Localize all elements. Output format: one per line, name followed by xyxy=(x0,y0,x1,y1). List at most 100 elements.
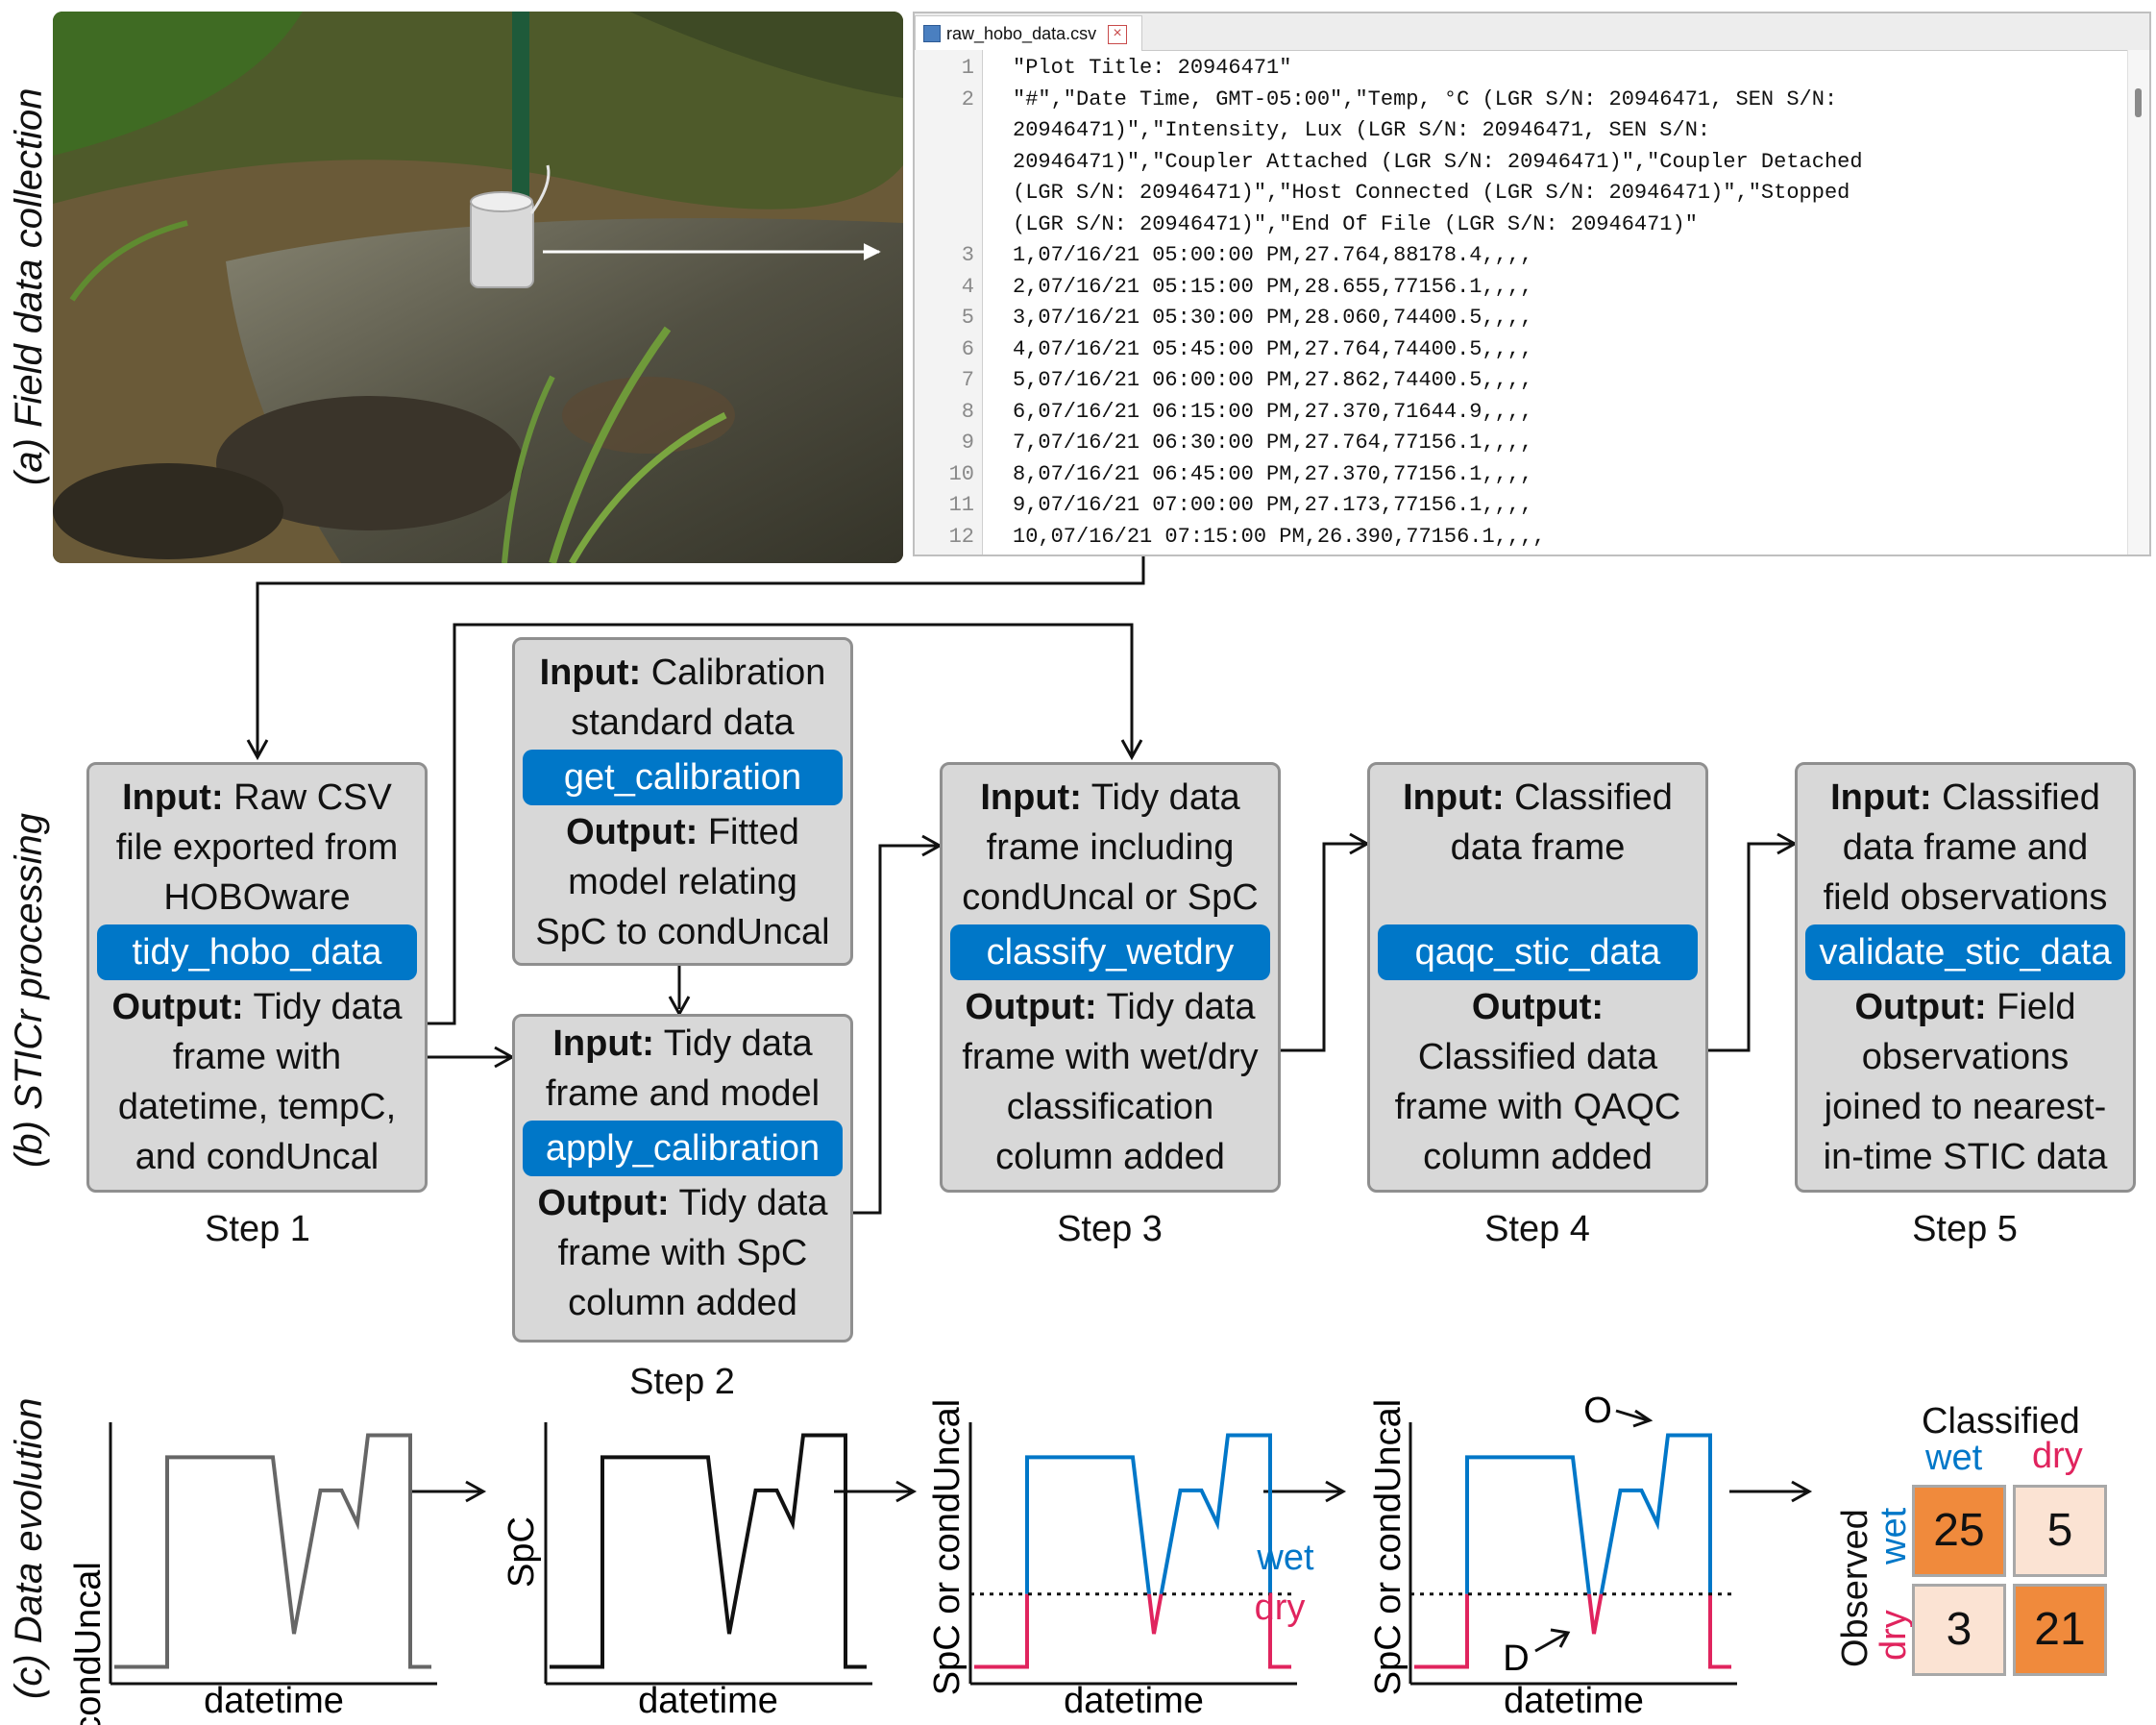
step4-to-step5-arrow xyxy=(1705,842,1792,1052)
outlier-marker-d: D xyxy=(1503,1639,1529,1679)
file-tab-label: raw_hobo_data.csv xyxy=(946,24,1097,43)
step2a-output-label: Output: xyxy=(566,812,698,852)
csv-line[interactable]: 5,07/16/21 06:00:00 PM,27.862,74400.5,,,… xyxy=(1013,368,1533,392)
evolution-plots: datetime condUncal datetime SpC datetime… xyxy=(68,1391,1737,1725)
csv-line[interactable]: 20946471)","Coupler Attached (LGR S/N: 2… xyxy=(1013,149,1863,174)
matrix-col-wet: wet xyxy=(1925,1438,1983,1478)
matrix-col-dry: dry xyxy=(2032,1436,2083,1476)
csv-line[interactable]: 8,07/16/21 06:45:00 PM,27.370,77156.1,,,… xyxy=(1013,461,1533,486)
line-number: 11 xyxy=(948,493,974,517)
tab-bar: raw_hobo_data.csv × xyxy=(915,13,2149,51)
step3-output-line2: frame with wet/dry xyxy=(962,1037,1259,1077)
matrix-cell-dry-wet: 3 xyxy=(1912,1584,2006,1676)
file-tab[interactable]: raw_hobo_data.csv × xyxy=(915,15,1142,51)
step2b-output-label: Output: xyxy=(537,1183,670,1223)
plot1-series-line xyxy=(114,1433,431,1669)
csv-line[interactable]: 10,07/16/21 07:15:00 PM,26.390,77156.1,,… xyxy=(1013,524,1546,549)
step1-input-line2: file exported from xyxy=(115,827,399,868)
step5-input-line3: field observations xyxy=(1823,877,2108,918)
plot3-wet-label: wet xyxy=(1256,1538,1314,1578)
step2a-output-line3: SpC to condUncal xyxy=(535,912,830,952)
plot3-xlabel: datetime xyxy=(1064,1681,1204,1721)
line-number: 8 xyxy=(961,399,974,424)
step2b-output-line3: column added xyxy=(568,1283,797,1323)
step4-input-label: Input: xyxy=(1403,777,1505,818)
line-number: 2 xyxy=(961,86,974,111)
step4-output-line4: column added xyxy=(1423,1137,1653,1177)
qaqc-stic-data-function[interactable]: qaqc_stic_data xyxy=(1378,924,1698,980)
line-number: 1 xyxy=(961,56,974,80)
csv-line[interactable]: "Plot Title: 20946471" xyxy=(1013,56,1292,80)
step1-output-label: Output: xyxy=(111,987,244,1027)
step3-output-label: Output: xyxy=(965,987,1097,1027)
step2b-input-text: Tidy data xyxy=(653,1023,813,1064)
csv-line[interactable]: (LGR S/N: 20946471)","Host Connected (LG… xyxy=(1013,181,1850,205)
matrix-row-dry: dry xyxy=(1874,1610,1914,1661)
step1-output-line3: datetime, tempC, xyxy=(117,1087,397,1127)
csv-line[interactable]: 9,07/16/21 07:00:00 PM,27.173,77156.1,,,… xyxy=(1013,493,1533,517)
vertical-scrollbar[interactable] xyxy=(2127,50,2149,554)
csv-line[interactable]: "#","Date Time, GMT-05:00","Temp, °C (LG… xyxy=(1013,86,1838,111)
csv-line[interactable]: 4,07/16/21 05:45:00 PM,27.764,74400.5,,,… xyxy=(1013,336,1533,361)
step1-caption: Step 1 xyxy=(205,1209,310,1249)
scrollbar-thumb[interactable] xyxy=(2135,88,2142,117)
step5-output-label: Output: xyxy=(1854,987,1987,1027)
csv-line[interactable]: (LGR S/N: 20946471)","End Of File (LGR S… xyxy=(1013,211,1698,236)
step1-to-step3-arrow xyxy=(428,623,1134,1025)
plot3-ylabel: SpC or condUncal xyxy=(927,1399,968,1695)
step3-input-text: Tidy data xyxy=(1081,777,1240,818)
line-number: 10 xyxy=(948,461,974,486)
matrix-cell-wet-wet: 25 xyxy=(1912,1485,2006,1577)
step1-output-line4: and condUncal xyxy=(135,1137,380,1177)
csv-line[interactable]: 6,07/16/21 06:15:00 PM,27.370,71644.9,,,… xyxy=(1013,399,1533,424)
matrix-observed-label: Observed xyxy=(1835,1509,1875,1667)
plot2-xlabel: datetime xyxy=(638,1681,778,1721)
step2-caption: Step 2 xyxy=(629,1362,735,1402)
line-number: 3 xyxy=(961,243,974,267)
step5-input-line2: data frame and xyxy=(1842,827,2089,868)
step2-apply-box: Input: Tidy data frame and model apply_c… xyxy=(512,1014,853,1343)
step1-output-line2: frame with xyxy=(172,1037,342,1077)
outlier-marker-o: O xyxy=(1583,1391,1612,1431)
step4-spacer xyxy=(1370,873,1705,923)
csv-line[interactable]: 1,07/16/21 05:00:00 PM,27.764,88178.4,,,… xyxy=(1013,243,1533,267)
plot2-series-line xyxy=(550,1433,867,1669)
step4-output-line2: Classified data xyxy=(1417,1037,1658,1077)
plot4-xlabel: datetime xyxy=(1504,1681,1644,1721)
matrix-cell-wet-dry: 5 xyxy=(2013,1485,2107,1577)
save-disk-icon xyxy=(923,25,941,42)
step5-box: Input: Classified data frame and field o… xyxy=(1795,762,2136,1193)
step2a-input-label: Input: xyxy=(539,653,642,693)
step2a-output-text: Fitted xyxy=(698,812,799,852)
step1-input-line3: HOBOware xyxy=(163,877,351,918)
step5-output-text: Field xyxy=(1986,987,2076,1027)
step4-input-line2: data frame xyxy=(1450,827,1626,868)
line-number: 4 xyxy=(961,274,974,299)
step3-output-line4: column added xyxy=(995,1137,1225,1177)
step2a-output-line2: model relating xyxy=(568,862,797,902)
step3-box: Input: Tidy data frame including condUnc… xyxy=(940,762,1281,1193)
csv-line[interactable]: 3,07/16/21 05:30:00 PM,28.060,74400.5,,,… xyxy=(1013,306,1533,330)
validate-stic-data-function[interactable]: validate_stic_data xyxy=(1805,924,2125,980)
step3-to-step4-arrow xyxy=(1278,842,1364,1052)
classify-wetdry-function[interactable]: classify_wetdry xyxy=(950,924,1270,980)
csv-line[interactable]: 2,07/16/21 05:15:00 PM,28.655,77156.1,,,… xyxy=(1013,274,1533,299)
step2b-input-label: Input: xyxy=(552,1023,654,1064)
step5-output-line2: observations xyxy=(1861,1037,2070,1077)
step2-calibration-box: Input: Calibration standard data get_cal… xyxy=(512,637,853,966)
step4-caption: Step 4 xyxy=(1484,1209,1590,1249)
step3-input-label: Input: xyxy=(980,777,1082,818)
get-calibration-function[interactable]: get_calibration xyxy=(523,750,843,805)
apply-calibration-function[interactable]: apply_calibration xyxy=(523,1121,843,1176)
csv-line[interactable]: 7,07/16/21 06:30:00 PM,27.764,77156.1,,,… xyxy=(1013,431,1533,455)
step3-input-line2: frame including xyxy=(986,827,1235,868)
line-number-gutter xyxy=(915,50,983,554)
csv-line[interactable]: 20946471)","Intensity, Lux (LGR S/N: 209… xyxy=(1013,118,1711,142)
csv-editor-window: raw_hobo_data.csv × 1 "Plot Title: 209464… xyxy=(913,12,2151,556)
plot4-wet-line xyxy=(1465,1433,1712,1594)
step5-output-line4: in-time STIC data xyxy=(1823,1137,2108,1177)
tidy-hobo-data-function[interactable]: tidy_hobo_data xyxy=(97,924,417,980)
matrix-title: Classified xyxy=(1922,1401,2080,1442)
step5-input-label: Input: xyxy=(1830,777,1932,818)
close-tab-icon[interactable]: × xyxy=(1108,25,1127,44)
